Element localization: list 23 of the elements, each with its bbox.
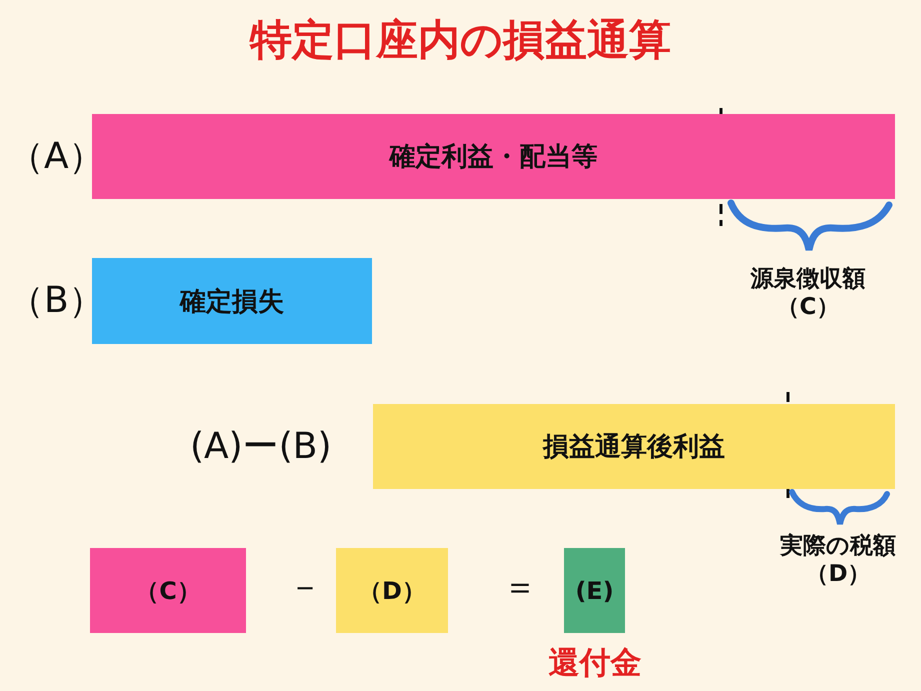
bar-label: (E) (575, 576, 614, 604)
bar (92, 114, 895, 199)
annotation-label: 源泉徴収額 (750, 268, 866, 291)
result-label: 還付金 (548, 648, 642, 679)
title: 特定口座内の損益通算 (250, 15, 671, 64)
bar-label: （D） (358, 576, 426, 606)
box (336, 548, 448, 633)
bar-label: 損益通算後利益 (543, 431, 725, 464)
bar (373, 404, 895, 489)
box (90, 548, 246, 633)
annotation-label: （C） (776, 296, 840, 319)
operator: － (288, 570, 322, 604)
bar (92, 258, 372, 344)
bar-label: 確定利益・配当等 (390, 141, 598, 174)
row-label: （A） (8, 139, 105, 175)
bar-label: （C） (135, 576, 201, 606)
annotation-label: （D） (805, 563, 871, 586)
box (564, 548, 625, 633)
bar-label: 確定損失 (180, 286, 284, 318)
row-label: (A)ー(B) (190, 429, 332, 465)
row-label: （B） (8, 283, 105, 319)
operator: ＝ (503, 570, 537, 604)
annotation-label: 実際の税額 (780, 535, 896, 558)
